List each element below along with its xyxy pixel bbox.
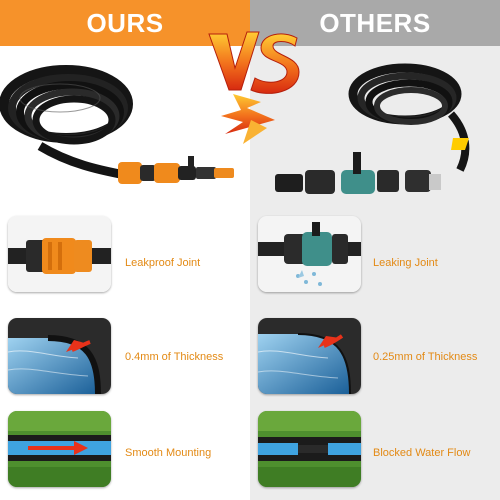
leakproof-joint-label: Leakproof Joint [125,257,201,269]
others-title: OTHERS [319,7,431,38]
blocked-flow-photo [258,411,361,487]
others-hose-photo [275,63,470,194]
smooth-flow-photo [8,411,111,487]
ours-title: OURS [86,7,164,38]
thick-hose-photo [8,318,111,394]
leakproof-joint-photo [8,216,111,292]
thickness-ours-label: 0.4mm of Thickness [125,351,224,363]
thickness-others-label: 0.25mm of Thickness [373,351,478,363]
ours-banner: OURS [0,0,250,46]
leaking-joint-label: Leaking Joint [373,257,438,269]
smooth-mounting-label: Smooth Mounting [125,447,212,459]
thin-hose-photo [258,318,361,394]
vs-lightning-icon [208,31,300,144]
leaking-joint-photo [258,216,361,292]
ours-hose-photo [0,65,234,184]
blocked-water-flow-label: Blocked Water Flow [373,447,471,459]
